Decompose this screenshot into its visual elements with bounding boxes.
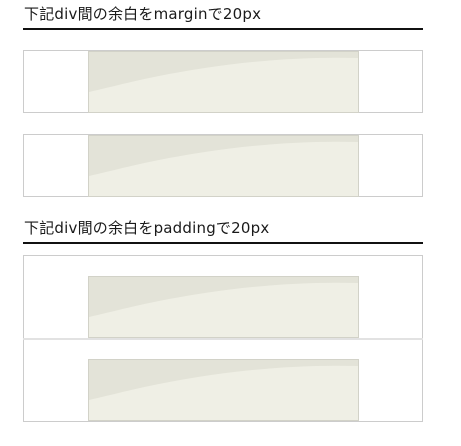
padding-demo-box-1 bbox=[23, 255, 423, 340]
placeholder-image bbox=[88, 51, 359, 113]
margin-demo-box-1 bbox=[23, 50, 423, 113]
section-heading-margin: 下記div間の余白をmarginで20px bbox=[24, 5, 262, 23]
wave-graphic bbox=[89, 136, 358, 196]
padding-demo-box-2 bbox=[23, 340, 423, 422]
box-divider bbox=[23, 338, 423, 340]
placeholder-image bbox=[88, 276, 359, 338]
wave-graphic bbox=[89, 277, 358, 337]
wave-graphic bbox=[89, 360, 358, 420]
section-heading-padding: 下記div間の余白をpaddingで20px bbox=[24, 219, 270, 237]
margin-demo-box-2 bbox=[23, 134, 423, 197]
placeholder-image bbox=[88, 135, 359, 197]
heading-underline bbox=[23, 242, 423, 244]
placeholder-image bbox=[88, 359, 359, 421]
heading-underline bbox=[23, 28, 423, 30]
wave-graphic bbox=[89, 52, 358, 112]
